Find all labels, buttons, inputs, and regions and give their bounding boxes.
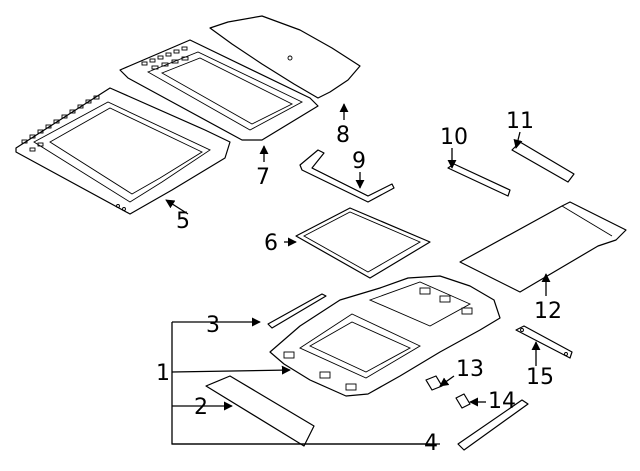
callout-3: 3 bbox=[206, 313, 220, 338]
callout-2: 2 bbox=[194, 395, 208, 420]
part-6-glass-seal bbox=[295, 207, 431, 279]
part-12-sunshade bbox=[459, 201, 627, 293]
callout-5: 5 bbox=[176, 209, 190, 234]
part-9-bracket bbox=[299, 149, 395, 203]
callout-labels: 1 2 3 4 5 6 7 8 9 10 11 12 13 14 15 bbox=[156, 109, 562, 456]
callout-6: 6 bbox=[264, 231, 278, 256]
part-14-clip bbox=[455, 393, 471, 409]
part-1-headliner-housing bbox=[269, 275, 501, 397]
part-2-panel bbox=[205, 375, 315, 447]
callout-12: 12 bbox=[534, 299, 562, 324]
callout-13: 13 bbox=[456, 357, 484, 382]
part-4-rail bbox=[457, 399, 529, 451]
callout-11: 11 bbox=[506, 109, 534, 134]
callout-7: 7 bbox=[256, 165, 270, 190]
part-3-strip bbox=[267, 293, 327, 329]
part-7-sunroof-frame bbox=[119, 39, 319, 141]
leader-lines bbox=[165, 103, 551, 445]
part-10-deflector-strip bbox=[447, 163, 511, 197]
part-8-roof-panel bbox=[209, 15, 361, 99]
callout-15: 15 bbox=[526, 365, 554, 390]
callout-4: 4 bbox=[424, 431, 438, 456]
part-11-deflector bbox=[511, 141, 575, 183]
callout-1: 1 bbox=[156, 361, 170, 386]
callout-14: 14 bbox=[488, 389, 516, 414]
part-5-frame-panel bbox=[15, 87, 231, 215]
part-15-bracket bbox=[515, 325, 573, 359]
callout-9: 9 bbox=[352, 149, 366, 174]
callout-10: 10 bbox=[440, 125, 468, 150]
part-13-clip bbox=[425, 375, 443, 391]
callout-8: 8 bbox=[336, 123, 350, 148]
